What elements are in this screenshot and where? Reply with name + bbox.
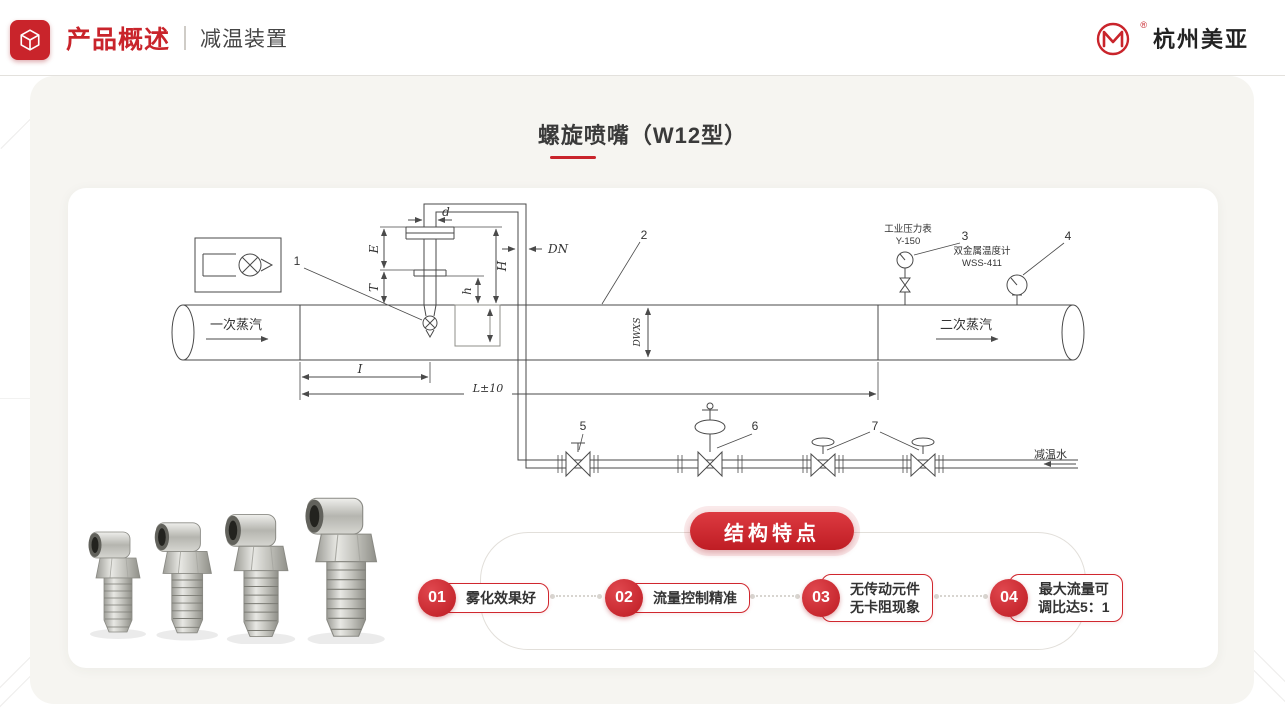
title-divider [184,26,187,50]
callout-2: 2 [641,228,648,242]
product-box-icon [10,20,50,60]
callout-1: 1 [294,254,301,268]
label-steam-in: 一次蒸汽 [210,317,262,332]
feature-text-line: 最大流量可 [1038,580,1109,597]
feature-text-box: 流量控制精准 [624,582,750,614]
label-steam-out: 二次蒸汽 [940,317,992,332]
content-card: 一次蒸汽 二次蒸汽 减温水 工业压力表 Y-150 双金属温度计 WSS-411… [68,188,1218,668]
feature-text-line: 雾化效果好 [466,589,536,606]
callout-5: 5 [580,419,587,433]
callout-7: 7 [872,419,879,433]
feature-item-03: 03 无传动元件 无卡阻现象 [802,573,933,623]
slide-title: 螺旋喷嘴（W12型） [538,118,747,159]
feature-number-badge: 01 [418,579,456,617]
brand-name: 杭州美亚 [1152,27,1249,52]
dim-e: E [367,244,381,254]
dim-h-cap: H [495,260,509,272]
feature-text-box: 无传动元件 无卡阻现象 [821,573,933,623]
features-title: 结构特点 [724,522,820,545]
nozzle-photo-1 [88,531,147,640]
label-pressure-gauge-model: Y-150 [896,236,920,247]
dim-i: I [357,362,363,376]
dim-t: T [367,283,381,292]
label-pressure-gauge: 工业压力表 [884,223,932,235]
nozzle-photo-2 [154,522,219,641]
nozzle-photo-4 [304,497,386,644]
features-title-badge: 结构特点 [690,512,854,550]
callout-4: 4 [1065,229,1072,243]
dim-l: L±10 [472,382,504,395]
feature-text-line: 调比达5：1 [1038,599,1110,615]
feature-number-badge: 02 [605,579,643,617]
feature-number-badge: 03 [802,579,840,617]
feature-connector [750,593,800,599]
page-title: 产品概述 [66,26,171,54]
dim-h-low: h [460,287,474,295]
slide-title-row: 螺旋喷嘴（W12型） [0,118,1285,159]
page-subtitle: 减温装置 [200,28,289,51]
brand-logo-block: ® 杭州美亚 [1092,0,1249,76]
callout-6: 6 [752,419,759,433]
dim-d: d [442,205,450,219]
feature-connector [550,593,602,599]
header: 产品概述 减温装置 ® 杭州美亚 [0,0,1285,76]
desuperheater-piping-diagram: 一次蒸汽 二次蒸汽 减温水 工业压力表 Y-150 双金属温度计 WSS-411… [171,203,1085,478]
feature-item-02: 02 流量控制精准 [605,576,750,620]
label-thermometer-model: WSS-411 [962,258,1002,269]
label-thermometer: 双金属温度计 [953,245,1011,257]
registered-mark: ® [1140,20,1147,30]
dim-dwxs: DWXS [633,317,643,347]
feature-number-badge: 04 [990,579,1028,617]
callout-3: 3 [962,229,969,243]
nozzle-photo-3 [224,514,296,644]
product-photo-nozzles [88,497,386,644]
feature-text-line: 流量控制精准 [653,589,737,606]
dim-dn: DN [547,242,569,256]
label-cooling-water: 减温水 [1034,448,1067,461]
feature-item-01: 01 雾化效果好 [418,576,549,620]
feature-item-04: 04 最大流量可 调比达5：1 [990,573,1123,623]
brand-m-logo-icon [1097,22,1130,56]
feature-text-line: 无传动元件 [850,580,920,597]
feature-text-line: 无卡阻现象 [850,599,920,615]
feature-connector [934,593,988,599]
